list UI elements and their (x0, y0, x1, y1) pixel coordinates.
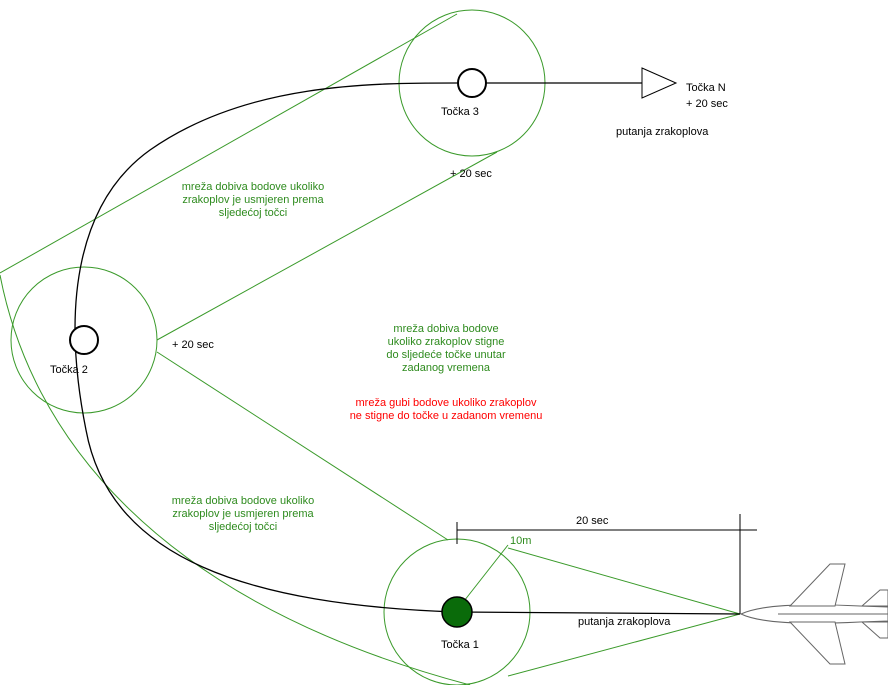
heading-note-top: mreža dobiva bodove ukoliko zrakoplov je… (181, 181, 325, 219)
flight-path-curve (74, 82, 741, 615)
time-gain-note: mreža dobiva bodove ukoliko zrakoplov st… (386, 323, 506, 374)
arrival-cone-line (507, 613, 741, 677)
time-loss-note: mreža gubi bodove ukoliko zrakoplov ne s… (349, 397, 543, 422)
heading-note-bottom: mreža dobiva bodove ukoliko zrakoplov je… (171, 495, 315, 533)
point-1-label: Točka 1 (441, 639, 479, 651)
waypoint-marker-point-1 (441, 596, 473, 628)
time-cone-line (156, 351, 449, 541)
point-n-label: Točka N (686, 82, 726, 94)
path-label-bottom: putanja zrakoplova (578, 616, 671, 628)
waypoint-markers (69, 67, 678, 628)
heading-cone-line (0, 13, 458, 274)
point-3-time-label: + 20 sec (450, 168, 492, 180)
flight-paths (74, 82, 757, 615)
arrowhead-icon (641, 67, 678, 99)
heading-cone-curve (0, 274, 471, 686)
point-n-time-label: + 20 sec (686, 98, 728, 110)
arrival-cone-line (507, 547, 741, 615)
radius-label: 10m (510, 535, 532, 547)
point-2-label: Točka 2 (50, 364, 88, 376)
waypoint-marker-point-3 (457, 68, 487, 98)
dimension-time-label: 20 sec (576, 515, 609, 527)
waypoint-marker-point-2 (69, 325, 99, 355)
jet-aircraft-icon (739, 563, 888, 665)
path-label-top: putanja zrakoplova (616, 126, 709, 138)
point-3-label: Točka 3 (441, 106, 479, 118)
heading-cone-line (156, 151, 498, 341)
point-2-time-label: + 20 sec (172, 339, 214, 351)
